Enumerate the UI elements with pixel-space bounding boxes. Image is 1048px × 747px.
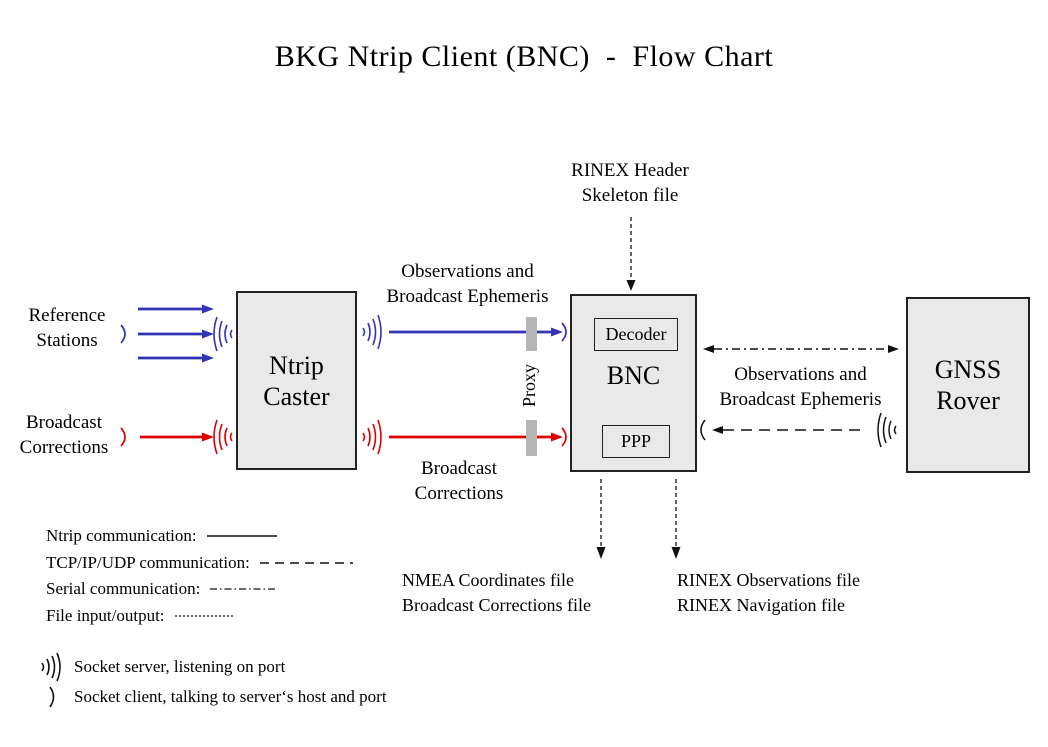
node-label: Caster bbox=[263, 381, 330, 411]
legend-row-serial: Serial communication: bbox=[46, 576, 354, 603]
legend-row-ntrip: Ntrip communication: bbox=[46, 523, 354, 550]
proxy-bar bbox=[526, 420, 537, 456]
label-line: Broadcast Corrections file bbox=[402, 595, 591, 615]
rinex-output-label: RINEX Observations file RINEX Navigation… bbox=[677, 568, 860, 618]
legend-label: Ntrip communication: bbox=[46, 526, 197, 546]
socket-server-icon bbox=[213, 419, 233, 455]
label-line: RINEX Header bbox=[571, 160, 689, 181]
rover-to-bnc-arrow bbox=[700, 412, 897, 448]
legend-row-fileio: File input/output: bbox=[46, 603, 354, 630]
label-line: Proxy bbox=[519, 363, 540, 407]
dotted-line-sample bbox=[174, 615, 233, 617]
socket-client-icon bbox=[49, 686, 55, 708]
decoder-box: Decoder bbox=[594, 318, 678, 351]
ntrip-arrows-blue bbox=[120, 304, 567, 363]
node-label: Ntrip bbox=[269, 350, 324, 380]
legend-label: File input/output: bbox=[46, 605, 165, 625]
label-line: Broadcast Ephemeris bbox=[386, 286, 549, 307]
label-line: NMEA Coordinates file bbox=[402, 570, 574, 590]
dashed-line-sample bbox=[259, 562, 353, 564]
socket-client-icon bbox=[561, 322, 567, 342]
socket-server-icon bbox=[877, 412, 897, 448]
label-line: RINEX Navigation file bbox=[677, 595, 845, 615]
bnc-output-file-arrows bbox=[596, 479, 681, 559]
label-line: Corrections bbox=[19, 437, 109, 458]
socket-server-icon bbox=[362, 419, 382, 455]
rinex-skeleton-label: RINEX Header Skeleton file bbox=[530, 158, 730, 208]
socket-client-icon bbox=[700, 419, 706, 441]
ntrip-caster-box: Ntrip Caster bbox=[236, 291, 357, 470]
line-legend: Ntrip communication: TCP/IP/UDP communic… bbox=[46, 523, 354, 629]
socket-client-icon bbox=[120, 324, 126, 344]
observations-ephemeris-label: Observations and Broadcast Ephemeris bbox=[365, 259, 570, 309]
page-title: BKG Ntrip Client (BNC) - Flow Chart bbox=[274, 40, 774, 73]
socket-client-row: Socket client, talking to server‘s host … bbox=[38, 682, 387, 712]
legend-label: Socket client, talking to server‘s host … bbox=[74, 687, 387, 706]
node-label: Rover bbox=[936, 386, 1000, 415]
label-line: Reference bbox=[28, 305, 106, 326]
label-line: Skeleton file bbox=[581, 185, 679, 206]
socket-client-icon bbox=[561, 427, 567, 447]
socket-server-icon bbox=[362, 314, 382, 350]
label-line: Observations and bbox=[734, 364, 867, 385]
rinex-skeleton-file-arrow bbox=[626, 217, 636, 291]
socket-server-icon bbox=[213, 316, 233, 352]
label-line: Observations and bbox=[401, 261, 534, 282]
nmea-output-label: NMEA Coordinates file Broadcast Correcti… bbox=[402, 568, 591, 618]
legend-label: Socket server, listening on port bbox=[74, 657, 286, 676]
solid-line-sample bbox=[206, 535, 277, 537]
proxy-bar bbox=[526, 317, 537, 351]
reference-stations-label: Reference Stations bbox=[8, 303, 126, 353]
legend-label: Serial communication: bbox=[46, 579, 201, 599]
node-label: GNSS bbox=[934, 355, 1002, 384]
ppp-box: PPP bbox=[602, 425, 670, 458]
node-label: PPP bbox=[620, 431, 652, 451]
proxy-label: Proxy bbox=[505, 360, 555, 410]
legend-row-tcpip: TCP/IP/UDP communication: bbox=[46, 550, 354, 577]
gnss-rover-box: GNSS Rover bbox=[906, 297, 1030, 473]
node-label: Decoder bbox=[605, 324, 667, 344]
observations-ephemeris-right-label: Observations and Broadcast Ephemeris bbox=[698, 362, 903, 412]
legend-label: TCP/IP/UDP communication: bbox=[46, 552, 250, 572]
socket-client-icon bbox=[120, 427, 126, 447]
serial-link-arrow bbox=[703, 345, 899, 353]
label-line: Stations bbox=[36, 330, 98, 351]
dashdot-line-sample bbox=[210, 588, 277, 590]
label-line: RINEX Observations file bbox=[677, 570, 860, 590]
socket-server-icon bbox=[41, 652, 61, 682]
bnc-box: Decoder BNC PPP bbox=[570, 294, 697, 472]
label-line: Corrections bbox=[414, 483, 504, 504]
broadcast-corrections-mid-label: Broadcast Corrections bbox=[378, 456, 540, 506]
correction-arrows-red bbox=[120, 419, 567, 455]
bnc-label: BNC bbox=[606, 361, 661, 390]
label-line: Broadcast bbox=[421, 458, 497, 479]
label-line: Broadcast Ephemeris bbox=[719, 389, 882, 410]
broadcast-corrections-input-label: Broadcast Corrections bbox=[2, 410, 126, 460]
socket-legend: Socket server, listening on port Socket … bbox=[38, 652, 387, 712]
socket-server-row: Socket server, listening on port bbox=[38, 652, 387, 682]
label-line: Broadcast bbox=[26, 412, 102, 433]
